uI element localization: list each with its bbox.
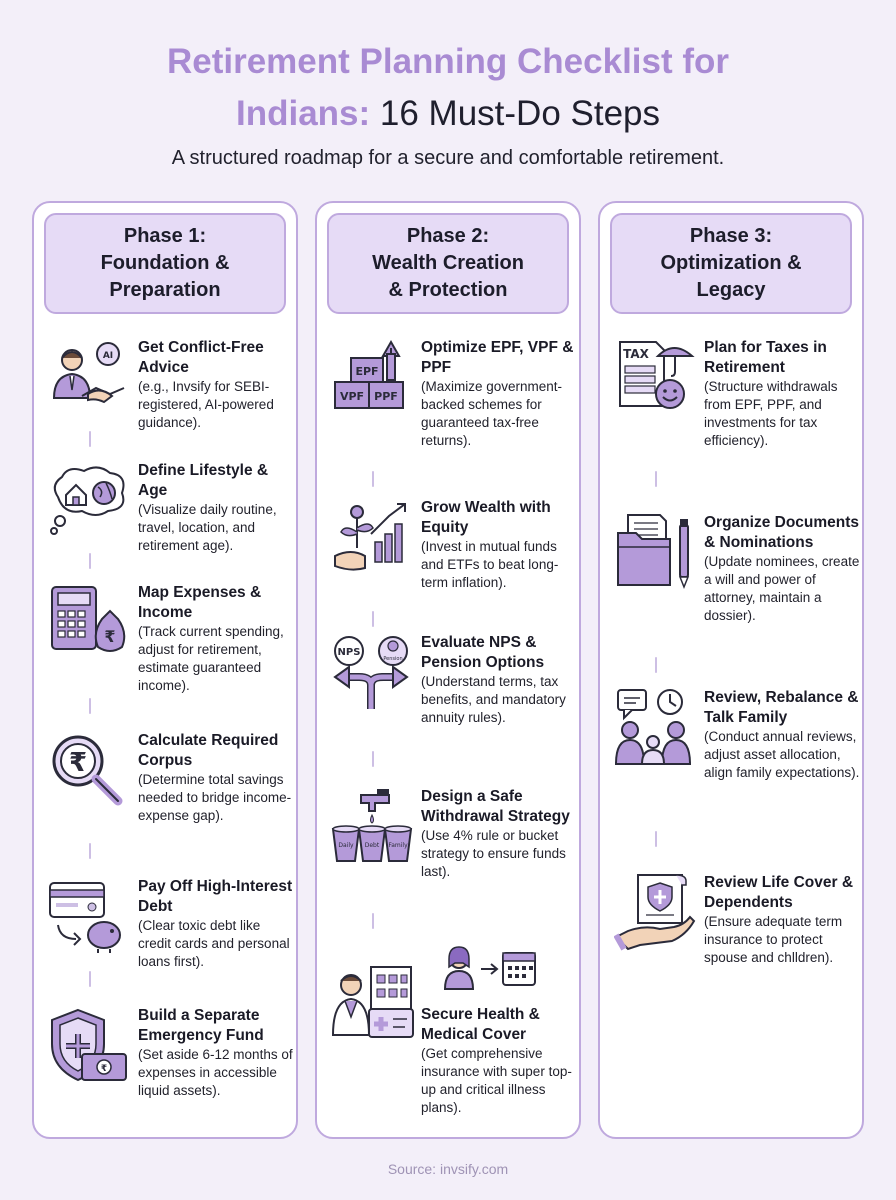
step-divider — [89, 553, 91, 569]
step-divider — [372, 913, 374, 929]
phase-3-header: Phase 3: Optimization & Legacy — [610, 213, 852, 314]
step-heading: Optimize EPF, VPF & PPF — [421, 339, 574, 376]
step-description: (Track current spending, adjust for reti… — [138, 624, 284, 693]
step-divider — [89, 431, 91, 447]
page-title: Retirement Planning Checklist for Indian… — [0, 36, 896, 140]
step-heading: Map Expenses & Income — [138, 584, 262, 621]
phase-1-header: Phase 1: Foundation & Preparation — [44, 213, 286, 314]
step-heading: Review, Rebalance & Talk Family — [704, 689, 859, 726]
page-subtitle: A structured roadmap for a secure and co… — [171, 147, 725, 169]
title-line-1: Retirement Planning Checklist for — [166, 42, 730, 81]
step-text: Review, Rebalance & Talk Family (Conduct… — [704, 688, 860, 782]
step-heading: Organize Documents & Nominations — [704, 514, 860, 551]
growing-plant-chart-icon — [334, 503, 406, 571]
step-divider — [372, 611, 374, 627]
step-description: (Understand terms, tax benefits, and man… — [421, 674, 566, 725]
phase-1-column: Phase 1: Foundation & Preparation AI Get… — [32, 201, 298, 1139]
hand-insurance-document-icon — [614, 874, 696, 951]
step-description: (Visualize daily routine, travel, locati… — [138, 502, 277, 553]
tap-buckets-icon: Daily Debt Family — [331, 789, 413, 862]
step-description: (Use 4% rule or bucket strategy to ensur… — [421, 828, 566, 879]
step-description: (Clear toxic debt like credit cards and … — [138, 918, 290, 969]
step-divider — [655, 831, 657, 847]
rupee-magnifier-icon: ₹ — [52, 735, 123, 806]
step-heading: Evaluate NPS & Pension Options — [421, 634, 545, 671]
vpf-label: VPF — [340, 390, 364, 403]
title-line-2: Indians: 16 Must-Do Steps — [235, 94, 661, 133]
shield-cash-icon: ₹ — [51, 1008, 127, 1082]
step-description: (Update nominees, create a will and powe… — [704, 554, 860, 623]
step-divider — [89, 843, 91, 859]
step-text: Review Life Cover & Dependents (Ensure a… — [704, 873, 860, 967]
epf-label: EPF — [355, 365, 378, 378]
phase-3-column: Phase 3: Optimization & Legacy TAX Plan … — [598, 201, 864, 1139]
step-divider — [372, 471, 374, 487]
epf-vpf-ppf-blocks-icon: EPF VPF PPF — [334, 339, 404, 409]
thought-bubble-home-globe-icon — [50, 466, 125, 535]
step-text: Get Conflict-Free Advice (e.g., Invsify … — [138, 338, 294, 432]
step-text: Map Expenses & Income (Track current spe… — [138, 583, 294, 695]
step-divider — [89, 971, 91, 987]
tax-label: TAX — [623, 347, 650, 361]
step-text: Organize Documents & Nominations (Update… — [704, 513, 860, 625]
step-text: Build a Separate Emergency Fund (Set asi… — [138, 1006, 294, 1100]
svg-text:AI: AI — [103, 351, 113, 361]
tax-umbrella-icon: TAX — [619, 341, 695, 409]
calculator-money-bag-icon: ₹ — [51, 586, 126, 652]
folder-documents-pen-icon — [617, 514, 690, 590]
step-heading: Secure Health & Medical Cover — [421, 1006, 540, 1043]
step-heading: Build a Separate Emergency Fund — [138, 1007, 264, 1044]
svg-text:₹: ₹ — [104, 627, 115, 646]
step-heading: Define Lifestyle & Age — [138, 462, 269, 499]
step-text: Evaluate NPS & Pension Options (Understa… — [421, 633, 577, 727]
pension-label: Pension — [383, 656, 402, 662]
step-description: (e.g., Invsify for SEBI-registered, AI-p… — [138, 379, 274, 430]
debt-bucket-label: Debt — [365, 842, 380, 849]
nps-label: NPS — [338, 647, 361, 658]
step-divider — [89, 698, 91, 714]
step-heading: Design a Safe Withdrawal Strategy — [421, 788, 570, 825]
phase-2-column: Phase 2: Wealth Creation & Protection EP… — [315, 201, 581, 1139]
step-text: Plan for Taxes in Retirement (Structure … — [704, 338, 860, 450]
step-description: (Structure withdrawals from EPF, PPF, an… — [704, 379, 838, 448]
step-description: (Determine total savings needed to bridg… — [138, 772, 292, 823]
step-divider — [372, 751, 374, 767]
step-heading: Get Conflict-Free Advice — [138, 339, 264, 376]
step-divider — [655, 471, 657, 487]
advisor-handshake-icon: AI — [52, 342, 125, 404]
family-clock-chat-icon — [614, 689, 692, 765]
svg-text:₹: ₹ — [69, 748, 87, 778]
step-heading: Review Life Cover & Dependents — [704, 874, 854, 911]
step-heading: Pay Off High-Interest Debt — [138, 878, 293, 915]
step-text: Define Lifestyle & Age (Visualize daily … — [138, 461, 294, 555]
step-text: Secure Health & Medical Cover (Get compr… — [421, 1005, 577, 1117]
step-text: Optimize EPF, VPF & PPF (Maximize govern… — [421, 338, 577, 450]
credit-card-piggy-bank-icon — [49, 882, 121, 953]
step-text: Design a Safe Withdrawal Strategy (Use 4… — [421, 787, 577, 881]
step-heading: Grow Wealth with Equity — [421, 499, 551, 536]
step-description: (Maximize government-backed schemes for … — [421, 379, 563, 448]
ppf-label: PPF — [374, 390, 398, 403]
step-description: (Set aside 6-12 months of expenses in ac… — [138, 1047, 293, 1098]
step-description: (Ensure adequate term insurance to prote… — [704, 914, 843, 965]
doctor-hospital-icon — [331, 946, 536, 1038]
svg-text:₹: ₹ — [101, 1064, 107, 1074]
step-text: Grow Wealth with Equity (Invest in mutua… — [421, 498, 577, 592]
step-text: Pay Off High-Interest Debt (Clear toxic … — [138, 877, 294, 971]
nps-pension-fork-icon: NPS Pension — [333, 636, 409, 709]
step-heading: Plan for Taxes in Retirement — [704, 339, 827, 376]
step-divider — [655, 657, 657, 673]
source-credit: Source: invsify.com — [387, 1161, 509, 1177]
step-heading: Calculate Required Corpus — [138, 732, 279, 769]
step-description: (Conduct annual reviews, adjust asset al… — [704, 729, 860, 780]
daily-bucket-label: Daily — [338, 842, 354, 849]
step-text: Calculate Required Corpus (Determine tot… — [138, 731, 294, 825]
family-bucket-label: Family — [388, 842, 408, 849]
phase-2-header: Phase 2: Wealth Creation & Protection — [327, 213, 569, 314]
step-description: (Invest in mutual funds and ETFs to beat… — [421, 539, 559, 590]
step-description: (Get comprehensive insurance with super … — [421, 1046, 572, 1115]
